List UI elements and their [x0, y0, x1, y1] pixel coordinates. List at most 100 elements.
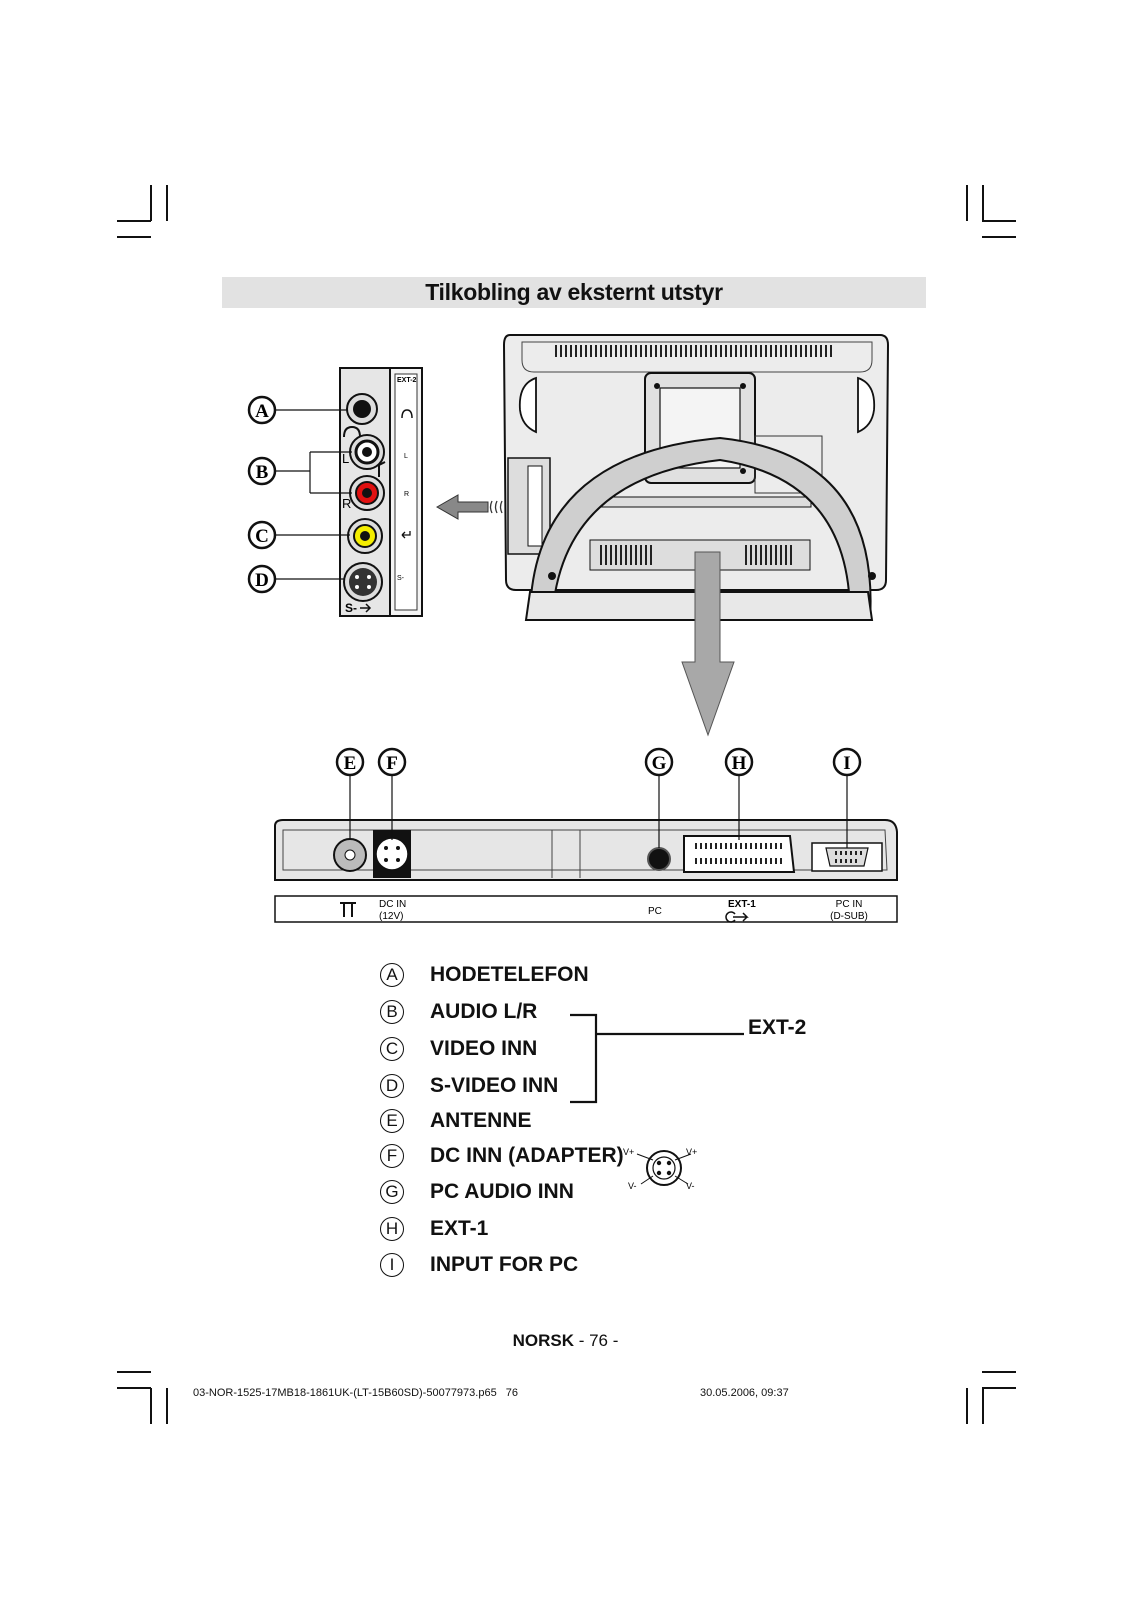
legend-letter: A	[380, 963, 404, 987]
crop-mark	[966, 1388, 968, 1424]
svideo-input-icon	[360, 603, 372, 613]
crop-mark	[982, 236, 1016, 238]
jack-label-r: R	[342, 496, 351, 511]
scart-connector	[683, 835, 796, 873]
label-ext1: EXT-1	[728, 899, 756, 910]
crop-mark	[150, 1388, 152, 1424]
crop-mark	[982, 1388, 984, 1424]
crop-mark	[982, 1371, 1016, 1373]
side-callouts: A B C D	[247, 395, 352, 594]
inner-strip-svideo-label: S-	[397, 575, 405, 582]
antenna-icon	[340, 902, 356, 917]
arrow-left-icon	[435, 494, 503, 520]
side-panel: L R S- EXT-2 L R S-	[339, 367, 423, 617]
audio-right-jack	[349, 475, 385, 511]
footer-meta-page: 76	[505, 1387, 519, 1399]
crop-mark	[150, 185, 152, 221]
callout-d: D	[255, 570, 269, 591]
legend-letter: D	[380, 1074, 404, 1098]
legend-text: PC AUDIO INN	[430, 1180, 574, 1203]
crop-mark	[982, 1387, 1016, 1389]
callout-b: B	[256, 462, 269, 483]
footer-page: - 76 -	[578, 1331, 619, 1350]
callout-h: H	[732, 753, 747, 774]
adapter-pin-icon: V+ V+ V- V-	[623, 1147, 697, 1191]
rear-callouts: E F G H I	[335, 747, 862, 848]
legend-letter: E	[380, 1109, 404, 1133]
pin-label-bottom-left: V-	[628, 1181, 637, 1191]
legend-item: H EXT-1	[380, 1214, 488, 1244]
footer-datetime: 30.05.2006, 09:37	[700, 1387, 789, 1399]
legend-text: AUDIO L/R	[430, 1000, 538, 1023]
footer-file: 03-NOR-1525-17MB18-1861UK-(LT-15B60SD)-5…	[193, 1387, 497, 1399]
rear-label-strip: DC IN (12V) PC EXT-1 PC IN (D-SUB)	[274, 895, 898, 923]
page-title-bar: Tilkobling av eksternt utstyr	[222, 277, 926, 308]
headphone-icon	[343, 425, 361, 438]
crop-mark	[966, 185, 968, 221]
callout-i: I	[843, 753, 850, 774]
legend-text: VIDEO INN	[430, 1037, 538, 1060]
crop-mark	[982, 185, 984, 221]
jack-label-svideo: S-	[345, 601, 357, 615]
inner-strip-ext-label: EXT-2	[397, 377, 417, 384]
callout-f: F	[386, 753, 398, 774]
page-number: NORSK - 76 -	[0, 1331, 1131, 1351]
label-dc-in-volt: (12V)	[379, 911, 403, 922]
inner-strip-r-label: R	[404, 491, 409, 498]
legend-letter: F	[380, 1144, 404, 1168]
legend-letter: G	[380, 1180, 404, 1204]
crop-mark	[117, 220, 151, 222]
legend-item: A HODETELEFON	[380, 960, 589, 990]
footer-language: NORSK	[512, 1331, 574, 1350]
headphone-jack	[346, 393, 378, 425]
pin-label-bottom-right: V-	[686, 1181, 695, 1191]
legend-item: B AUDIO L/R	[380, 997, 537, 1027]
legend-letter: I	[380, 1253, 404, 1277]
headphone-icon	[401, 409, 413, 419]
ext2-group-label: EXT-2	[748, 1016, 807, 1039]
label-pc-in: PC IN	[836, 899, 863, 910]
ext2-bracket	[570, 1013, 744, 1104]
legend-text: EXT-1	[430, 1217, 489, 1240]
legend-item: D S-VIDEO INN	[380, 1071, 558, 1101]
legend-text: HODETELEFON	[430, 963, 589, 986]
crop-mark	[117, 236, 151, 238]
pin-label-top-left: V+	[623, 1147, 634, 1157]
svideo-jack	[343, 562, 383, 602]
pin-label-top-right: V+	[686, 1147, 697, 1157]
legend-item: C VIDEO INN	[380, 1034, 537, 1064]
footer-file-name: 03-NOR-1525-17MB18-1861UK-(LT-15B60SD)-5…	[193, 1387, 518, 1399]
arrow-down-icon	[681, 551, 735, 737]
video-input-icon	[401, 531, 411, 539]
callout-g: G	[652, 753, 667, 774]
crop-mark	[117, 1371, 151, 1373]
video-jack	[347, 518, 383, 554]
inner-strip-l-label: L	[404, 453, 408, 460]
crop-mark	[117, 1387, 151, 1389]
legend-text: INPUT FOR PC	[430, 1253, 579, 1276]
legend-item: I INPUT FOR PC	[380, 1250, 578, 1280]
callout-a: A	[255, 401, 269, 422]
label-pc-audio: PC	[648, 906, 662, 917]
jack-label-l: L	[342, 451, 349, 466]
crop-mark	[166, 1388, 168, 1424]
legend-text: S-VIDEO INN	[430, 1074, 559, 1097]
legend-letter: H	[380, 1217, 404, 1241]
pc-audio-connector	[647, 847, 671, 871]
callout-c: C	[255, 526, 269, 547]
music-note-icon	[378, 461, 386, 477]
scart-input-icon	[725, 911, 749, 923]
legend-item: G PC AUDIO INN	[380, 1177, 574, 1207]
callout-e: E	[344, 753, 357, 774]
legend-letter: C	[380, 1037, 404, 1061]
rear-connector-panel	[274, 819, 898, 881]
crop-mark	[982, 220, 1016, 222]
audio-left-jack	[349, 434, 385, 470]
crop-mark	[166, 185, 168, 221]
label-dc-in: DC IN	[379, 899, 406, 910]
legend-text: ANTENNE	[430, 1109, 532, 1132]
legend-letter: B	[380, 1000, 404, 1024]
legend-text: DC INN (ADAPTER)	[430, 1144, 624, 1167]
page-title: Tilkobling av eksternt utstyr	[425, 279, 723, 305]
